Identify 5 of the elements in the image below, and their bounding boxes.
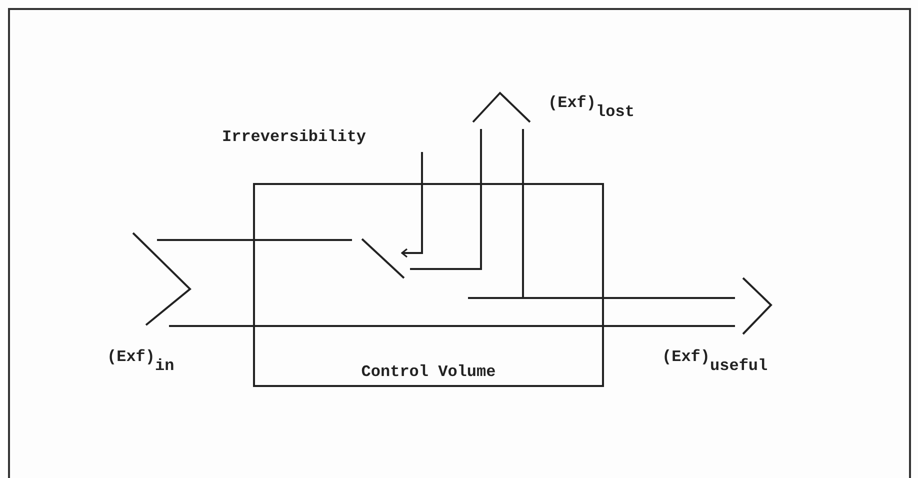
valve-slash <box>360 238 406 280</box>
region-label: Control Volume <box>360 363 497 381</box>
control-volume-box <box>253 183 604 387</box>
irreversibility-label: Irreversibility <box>222 128 437 152</box>
leader-arrow <box>401 152 423 258</box>
